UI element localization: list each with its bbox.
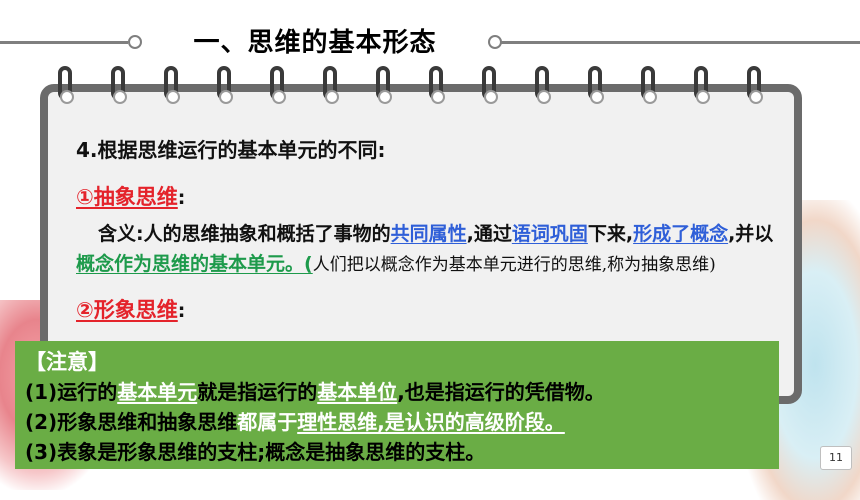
notice-text: (2)形象思维和抽象思维 [25,410,238,434]
section-label-image: ②形象思维 [76,298,178,322]
term-basic-unit: 基本单元 [209,253,286,275]
notice-text: 就是指运行的 [197,380,318,404]
notice-title: 【注意】 [25,350,109,374]
page-number: 11 [820,446,852,470]
section-label-abstract: ①抽象思维 [76,185,178,209]
binding-ring-icon [58,66,74,104]
binding-ring-icon [641,66,657,104]
section-label-colon: : [177,187,186,209]
definition-note: 人们把以概念作为基本单元进行的思维,称为抽象思维) [312,255,716,275]
definition-text: 下来, [587,223,634,245]
binding-ring-icon [588,66,604,104]
title-rule-dot-left [128,35,142,49]
card-content: 4.根据思维运行的基本单元的不同: ①抽象思维: 含义:人的思维抽象和概括了事物… [76,134,776,324]
slide-title: 一、思维的基本形态 [193,28,437,58]
definition-text: 。( [285,253,313,275]
notice-text: (1)运行的 [25,380,118,404]
binding-ring-icon [376,66,392,104]
notebook-binding-rings [58,66,798,106]
notice-term-basic-unit-alt: 基本单位 [317,380,398,404]
binding-ring-icon [270,66,286,104]
term-concept-as-unit: 概念作为思维的 [76,253,210,275]
binding-ring-icon [482,66,498,104]
definition-text: ,并以 [728,223,774,245]
section-abstract-thinking: ①抽象思维: [76,181,776,211]
title-rule-left [0,41,128,44]
notice-term-rational-thinking: 理性思维,是认识的高级阶段。 [297,410,565,434]
notice-term-basic-unit: 基本单元 [117,380,198,404]
binding-ring-icon [429,66,445,104]
binding-ring-icon [111,66,127,104]
term-common-attribute: 共同属性 [390,223,467,245]
binding-ring-icon [747,66,763,104]
definition-text: ,通过 [466,223,512,245]
notice-text: ,也是指运行的凭借物。 [397,380,605,404]
definition-text: 含义:人的思维抽象和概括了事物的 [98,223,391,245]
binding-ring-icon [535,66,551,104]
binding-ring-icon [217,66,233,104]
binding-ring-icon [323,66,339,104]
section-label-colon: : [177,300,186,322]
binding-ring-icon [694,66,710,104]
notice-line-2: (2)形象思维和抽象思维都属于理性思维,是认识的高级阶段。 [25,407,779,437]
term-form-concept: 形成了概念 [633,223,729,245]
title-rule-right [500,41,860,44]
notice-line-3: (3)表象是形象思维的支柱;概念是抽象思维的支柱。 [25,440,486,464]
card-heading: 4.根据思维运行的基本单元的不同: [76,138,386,162]
notice-box: 【注意】 (1)运行的基本单元就是指运行的基本单位,也是指运行的凭借物。 (2)… [15,341,779,469]
definition-paragraph: 含义:人的思维抽象和概括了事物的共同属性,通过语词巩固下来,形成了概念,并以概念… [76,219,776,280]
notice-line-1: (1)运行的基本单元就是指运行的基本单位,也是指运行的凭借物。 [25,377,779,407]
binding-ring-icon [164,66,180,104]
section-image-thinking: ②形象思维: [76,294,776,324]
term-word-consolidation: 语词巩固 [511,223,588,245]
notice-text-belongs: 都属于 [237,410,298,434]
